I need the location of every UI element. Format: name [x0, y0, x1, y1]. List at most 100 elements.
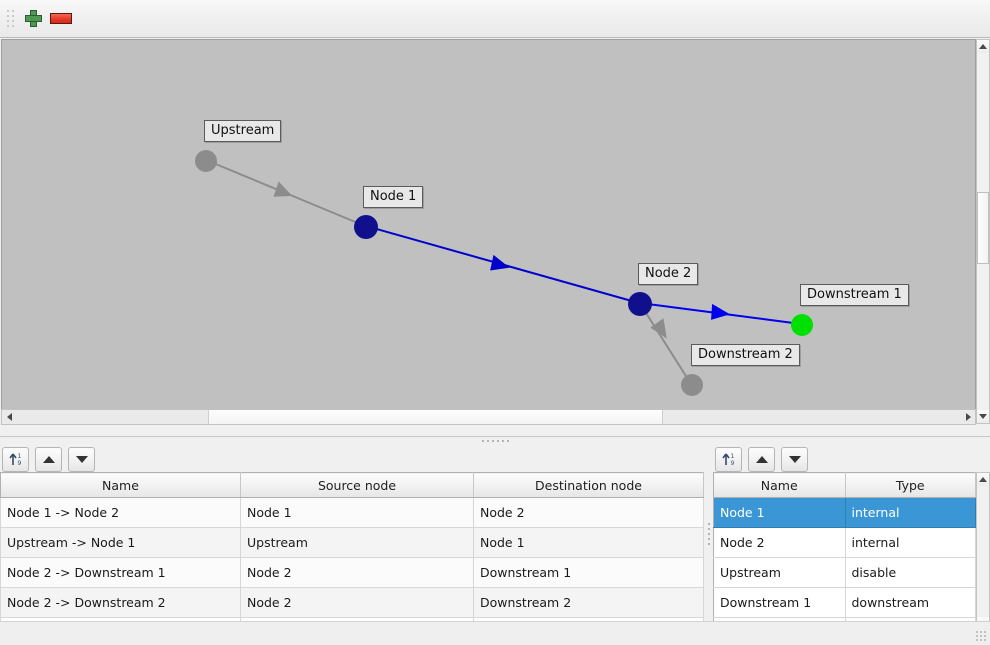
- nodes-move-down-button[interactable]: [781, 446, 808, 472]
- graph-node-label-node2[interactable]: Node 2: [638, 263, 699, 285]
- graph-node-node2[interactable]: [628, 292, 652, 316]
- sort-ascending-icon: 1 9: [8, 453, 21, 467]
- nodes-toolbar: 1 9: [713, 444, 990, 472]
- edges-move-up-button[interactable]: [35, 446, 62, 472]
- arrow-up-icon: [979, 44, 987, 49]
- resize-grip-icon[interactable]: [976, 631, 988, 643]
- graph-vertical-scroll-thumb[interactable]: [977, 192, 989, 264]
- scroll-up-button[interactable]: [977, 473, 989, 486]
- minus-icon: [50, 13, 72, 24]
- add-node-button[interactable]: [19, 5, 47, 33]
- edge-source-cell[interactable]: Node 1: [240, 497, 474, 528]
- graph-node-downstream1[interactable]: [791, 314, 813, 336]
- svg-text:1: 1: [730, 453, 734, 460]
- edge-name-cell[interactable]: Upstream -> Node 1: [0, 527, 241, 558]
- edges-column-destination[interactable]: Destination node: [473, 472, 704, 498]
- node-type-cell[interactable]: internal: [845, 527, 976, 558]
- table-row[interactable]: Node 2 -> Downstream 1 Node 2 Downstream…: [0, 557, 704, 588]
- scroll-left-button[interactable]: [2, 410, 16, 424]
- edge-node2-downstream1[interactable]: [639, 302, 802, 325]
- edge-destination-cell[interactable]: Downstream 1: [473, 557, 704, 588]
- edge-name-cell[interactable]: Node 2 -> Downstream 2: [0, 587, 241, 618]
- table-row[interactable]: Node 1 internal: [713, 497, 976, 528]
- remove-node-button[interactable]: [47, 5, 75, 33]
- edge-source-cell[interactable]: Upstream: [240, 527, 474, 558]
- graph-node-node1[interactable]: [354, 215, 378, 239]
- edges-table-header-row: Name Source node Destination node: [0, 472, 704, 498]
- triangle-up-icon: [42, 455, 55, 463]
- graph-vertical-scrollbar[interactable]: [976, 39, 990, 424]
- main-toolbar: [0, 0, 990, 38]
- node-name-cell[interactable]: Upstream: [713, 557, 846, 588]
- graph-node-upstream[interactable]: [195, 150, 217, 172]
- triangle-up-icon: [755, 455, 768, 463]
- edge-destination-cell[interactable]: Node 1: [473, 527, 704, 558]
- horizontal-splitter[interactable]: [0, 436, 990, 445]
- nodes-column-name[interactable]: Name: [713, 472, 846, 498]
- node-type-cell[interactable]: downstream: [845, 587, 976, 618]
- edge-destination-cell[interactable]: Node 2: [473, 497, 704, 528]
- edges-move-down-button[interactable]: [68, 446, 95, 472]
- table-row[interactable]: Node 2 internal: [713, 527, 976, 558]
- edges-column-source[interactable]: Source node: [240, 472, 474, 498]
- arrow-up-icon: [979, 477, 987, 482]
- edges-table[interactable]: Name Source node Destination node Node 1…: [0, 472, 704, 631]
- node-name-cell[interactable]: Node 1: [713, 497, 846, 528]
- nodes-table[interactable]: Name Type Node 1 internal Node 2 interna…: [713, 472, 976, 631]
- svg-text:9: 9: [730, 460, 734, 467]
- triangle-down-icon: [75, 455, 88, 463]
- nodes-column-type[interactable]: Type: [845, 472, 976, 498]
- edge-source-cell[interactable]: Node 2: [240, 557, 474, 588]
- arrow-left-icon: [6, 413, 12, 421]
- toolbar-drag-handle[interactable]: [6, 8, 15, 30]
- edge-node1-node2[interactable]: [365, 225, 640, 304]
- nodes-table-header-row: Name Type: [713, 472, 976, 498]
- graph-panel: Upstream Node 1 Node 2 Downstream 1 Down…: [0, 38, 990, 436]
- graph-horizontal-scrollbar[interactable]: [1, 409, 976, 425]
- scroll-right-button[interactable]: [961, 410, 975, 424]
- node-name-cell[interactable]: Downstream 1: [713, 587, 846, 618]
- edges-column-name[interactable]: Name: [0, 472, 241, 498]
- scroll-down-button[interactable]: [977, 410, 989, 423]
- graph-canvas[interactable]: Upstream Node 1 Node 2 Downstream 1 Down…: [1, 39, 976, 424]
- plus-icon: [24, 10, 42, 27]
- graph-node-label-downstream2[interactable]: Downstream 2: [691, 344, 800, 366]
- edges-toolbar: 1 9: [0, 444, 705, 472]
- svg-text:9: 9: [17, 460, 21, 467]
- arrow-right-icon: [965, 413, 971, 421]
- nodes-table-scrollbar[interactable]: [976, 472, 990, 631]
- table-row[interactable]: Downstream 1 downstream: [713, 587, 976, 618]
- edge-destination-cell[interactable]: Downstream 2: [473, 587, 704, 618]
- nodes-sort-button[interactable]: 1 9: [715, 446, 742, 472]
- edges-panel: 1 9 Name Source node Destination node No…: [0, 444, 705, 631]
- nodes-panel: 1 9 Name Type Node 1 internal: [713, 444, 990, 631]
- table-row[interactable]: Upstream -> Node 1 Upstream Node 1: [0, 527, 704, 558]
- splitter-grip-icon: [708, 523, 710, 545]
- status-bar: [0, 621, 990, 645]
- node-type-cell[interactable]: internal: [845, 497, 976, 528]
- node-name-cell[interactable]: Node 2: [713, 527, 846, 558]
- edge-upstream-node1[interactable]: [205, 159, 366, 227]
- edges-sort-button[interactable]: 1 9: [2, 446, 29, 472]
- vertical-splitter[interactable]: [705, 444, 713, 624]
- graph-horizontal-scroll-thumb[interactable]: [208, 410, 663, 424]
- edge-name-cell[interactable]: Node 1 -> Node 2: [0, 497, 241, 528]
- table-row[interactable]: Node 1 -> Node 2 Node 1 Node 2: [0, 497, 704, 528]
- graph-node-downstream2[interactable]: [681, 374, 703, 396]
- splitter-grip-icon: [481, 440, 509, 442]
- graph-node-label-downstream1[interactable]: Downstream 1: [800, 284, 909, 306]
- node-type-cell[interactable]: disable: [845, 557, 976, 588]
- graph-node-label-node1[interactable]: Node 1: [363, 186, 424, 208]
- table-row[interactable]: Upstream disable: [713, 557, 976, 588]
- nodes-move-up-button[interactable]: [748, 446, 775, 472]
- edge-source-cell[interactable]: Node 2: [240, 587, 474, 618]
- scroll-up-button[interactable]: [977, 40, 989, 53]
- svg-text:1: 1: [17, 453, 21, 460]
- graph-node-label-upstream[interactable]: Upstream: [204, 120, 282, 142]
- nodes-table-container: Name Type Node 1 internal Node 2 interna…: [713, 472, 990, 631]
- edge-node2-downstream2[interactable]: [640, 304, 692, 385]
- edge-name-cell[interactable]: Node 2 -> Downstream 1: [0, 557, 241, 588]
- table-row[interactable]: Node 2 -> Downstream 2 Node 2 Downstream…: [0, 587, 704, 618]
- graph-edges-layer: [195, 150, 813, 396]
- triangle-down-icon: [788, 455, 801, 463]
